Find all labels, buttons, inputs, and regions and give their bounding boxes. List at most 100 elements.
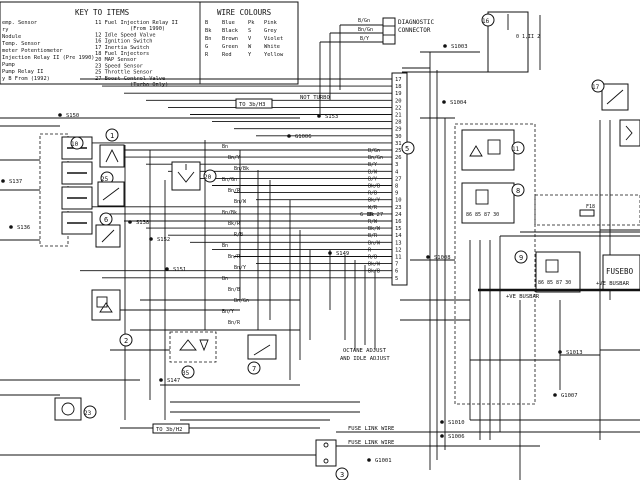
wire-colour-cell: Green [222,44,238,50]
splice-label: S153 [325,114,338,120]
ecu-pin: 26 [395,155,402,161]
switch-16-positions: 0 1,II 2 [516,34,540,40]
ecu-pin: 21 [395,113,402,119]
splice-label: G1006 [295,134,312,140]
octane-label-1: OCTANE ADJUST [343,348,387,354]
sensor-6: 6 [95,212,121,248]
wire-label-bn-gn: Bn/Gn [358,27,373,33]
wire-colour-cell: W [248,44,252,50]
key-left-item: Nodule [2,34,21,40]
wire-label-right: Bn/Gn [368,155,383,161]
splice-label: S149 [336,251,349,257]
ecu-pin-list: 1718192022212829303125263427891023241615… [395,77,402,282]
ecu-pin: 6 [395,269,398,275]
ecu-pin: 3 [395,162,398,168]
item-number-23: 23 [84,410,92,417]
wire-label-left: Bn [222,144,228,150]
wire-label-right: B/Y [368,176,377,182]
wire-label-left: Bn/Y [222,309,234,315]
wire-colour-cell: S [248,28,251,34]
ecu-pin: 18 [395,84,402,90]
splice-markers: S150S137S136S138S152S151S153G1006S149S14… [1,44,583,464]
ignition-switch-3: 3 [315,439,349,480]
ecu-pin: 8 [395,184,398,190]
map-sensor-20: 20 [171,161,217,191]
splice-dot [149,237,153,241]
wire-label-right: Bk/W [368,262,381,268]
item-number-35: 35 [182,370,190,377]
speed-sensor-23: 23 [54,397,97,421]
wire-label-left: Bn/Gn [222,177,237,183]
wire-label-left: Bn/R [228,320,241,326]
item-number-5: 5 [405,145,409,153]
wire-label-right: Bk/W [368,226,381,232]
splice-dot [426,255,430,259]
key-right-item: 23 Speed Sensor [95,63,143,69]
splice-dot [159,378,163,382]
wire-colour-cell: Black [222,28,239,34]
splice-dot [287,134,291,138]
key-left-item: Injection Relay II (Pre 1990) [2,55,94,61]
key-right-item: 12 Idle Speed Valve [95,32,156,38]
item-number-16: 16 [482,18,490,25]
to-3b-h3-label: TO 3b/H3 [239,102,266,108]
item-number-2: 2 [124,337,128,345]
wire-label-right: Bk [368,212,374,218]
wire-label-b-y: B/Y [360,36,369,42]
ecu-pin: 7 [395,262,398,268]
wire-label-right: B/Y [368,162,377,168]
wire-label-right: Bk/B [368,184,380,190]
key-title: KEY TO ITEMS [75,8,130,17]
wire-colour-cell: Yellow [264,52,284,58]
wire-colours-title: WIRE COLOURS [217,8,272,17]
ecu-pin: 4 [395,169,399,175]
wire-label-right: B/R [368,233,378,239]
splice-dot [440,434,444,438]
wire-label-left: Bn/Bk [222,210,237,216]
key-right-item: 16 Ignition Switch [95,39,152,45]
wire-labels: BnBn/YBn/BkBn/GnBn/RBn/WBn/BkBk/RR/BBnBn… [222,144,383,326]
wire-colour-cell: G [205,44,208,50]
splice-dot [9,225,13,229]
wire-label-left: Bk/R [228,221,241,227]
wire-label-left: Bn/R [228,254,241,260]
wire-label-right: R/B [368,255,377,261]
splice-label: S138 [136,220,149,226]
splice-label: S152 [157,237,170,243]
wire-label-right: R/B [368,191,377,197]
key-left-item: Pump Relay II [2,69,43,75]
ecu-pin: 30 [395,134,402,140]
ecu-pin: 23 [395,205,402,211]
ecu-pin: 22 [395,105,402,111]
fuse-link-label-2: FUSE LINK WIRE [348,440,394,446]
ecu-pin: 28 [395,120,402,126]
key-right-item: 25 Throttle Sensor [95,70,152,76]
callout-labels: TO 3b/H3 TO 3b/H2 NOT TURBO OCTANE ADJUS… [152,95,394,446]
ecu-pin: 5 [395,276,398,282]
wire-colour-cell: R [205,52,209,58]
splice-dot [128,220,132,224]
splice-dot [1,179,5,183]
ecu-pin: 13 [395,240,402,246]
key-left-item: Pump [2,62,15,68]
splice-label: S136 [17,225,30,231]
item-number-7: 7 [252,365,256,373]
wire-label-right: B/Gn [368,148,380,154]
diagnostic-label-1: DIAGNOSTIC [398,19,435,26]
splice-label: G1007 [561,393,578,399]
splice-label: S1003 [451,44,468,50]
wire-label-left: Bn/R [228,188,241,194]
ve-busbar-right: +VE BUSBAR [596,281,630,287]
splice-dot [558,350,562,354]
relay-area: 11 86 85 87 30 8 86 85 87 30 9 0 1,II 2 … [454,11,640,405]
wire-colour-cell: Y [248,52,252,58]
wire-label-left: R/B [234,232,243,238]
splice-label: S1006 [448,434,465,440]
wire-colour-cell: Pink [264,20,278,26]
ecu-pin: 11 [395,255,402,261]
idle-valve-2: 2 [91,289,133,347]
wire-label-left: Bn/Y [234,265,246,271]
octane-label-2: AND IDLE ADJUST [340,356,390,362]
diagnostic-label-2: CONNECTOR [398,27,431,34]
splice-label: S151 [173,267,186,273]
